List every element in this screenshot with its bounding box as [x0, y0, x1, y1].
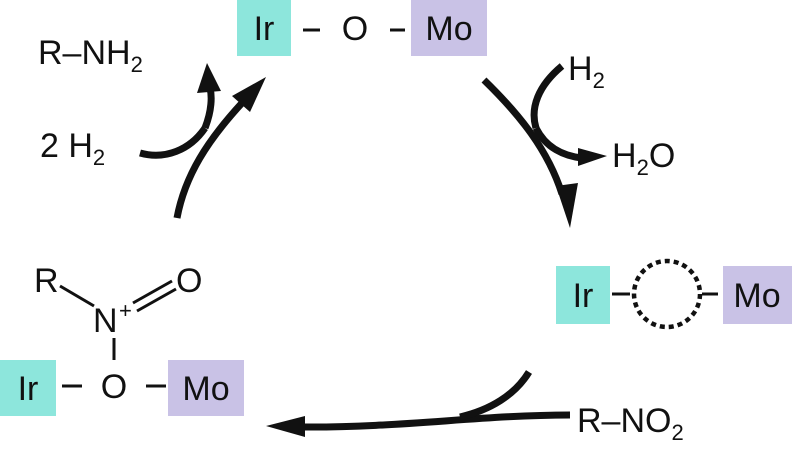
mo-label-top: Mo	[425, 10, 472, 48]
nitro-incoming-curve	[459, 370, 532, 421]
o-label-adsorbed: O	[101, 368, 127, 406]
water-product-out: H2O	[612, 137, 675, 180]
n-charge-label: +	[119, 298, 132, 323]
species-adsorbed-nitro: R N + O Ir O Mo	[0, 262, 244, 416]
amine-product-out: R–NH2	[38, 34, 143, 77]
water-arrowhead	[578, 148, 607, 166]
ir-label-vacancy: Ir	[573, 277, 594, 315]
amine-outgoing-curve	[201, 87, 215, 130]
arrowhead-top-right	[556, 183, 578, 228]
species-ir-vacancy-mo: Ir Mo	[556, 258, 792, 330]
ir-box-adsorbed	[0, 360, 56, 416]
r-n-bond	[59, 284, 95, 308]
arrowhead-bottom	[266, 416, 305, 437]
mo-box-top	[411, 0, 487, 56]
arrow-top-to-right	[481, 63, 607, 228]
h2-incoming-curve	[530, 63, 565, 130]
mo-box-adsorbed	[168, 360, 244, 416]
nitro-reactant-in: R–NO2	[577, 402, 684, 445]
n-label: N	[93, 302, 118, 340]
arrow-right-to-left	[266, 370, 571, 437]
r-label-adsorbed: R	[34, 262, 59, 300]
arc-top-right	[481, 77, 566, 196]
mo-label-adsorbed: Mo	[182, 370, 229, 408]
hydrogen-reagent-in: 2 H2	[40, 127, 105, 170]
o-top-label-adsorbed: O	[176, 262, 202, 300]
mo-box-vacancy	[723, 266, 792, 324]
arc-bottom	[299, 411, 571, 431]
ir-box-vacancy	[556, 266, 610, 324]
ir-label-adsorbed: Ir	[18, 370, 39, 408]
arc-left	[173, 100, 245, 219]
n-o-double-bond-1	[132, 279, 173, 305]
o-label-top: O	[342, 10, 368, 48]
mo-label-vacancy: Mo	[733, 277, 780, 315]
species-ir-o-mo-top: Ir O Mo	[237, 0, 487, 56]
ir-box-top	[237, 0, 291, 56]
oxygen-vacancy-circle	[631, 258, 703, 330]
ir-label-top: Ir	[254, 10, 275, 48]
n-o-double-bond-2	[136, 287, 177, 313]
arrowhead-left	[232, 77, 266, 112]
hydrogen-incoming-curve	[139, 125, 208, 159]
amine-arrowhead	[197, 63, 221, 93]
arrow-left-to-top	[139, 63, 266, 219]
h2-reagent-in: H2	[568, 50, 605, 93]
water-outgoing-curve	[532, 126, 583, 162]
